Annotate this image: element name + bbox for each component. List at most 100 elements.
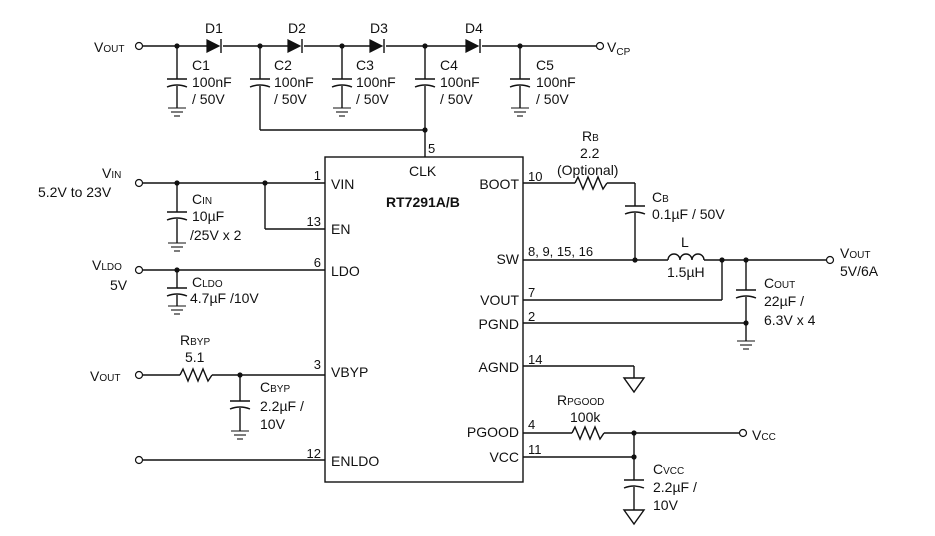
diode-d3 bbox=[369, 39, 385, 53]
cap-c5-labels: C5 100nF / 50V bbox=[536, 57, 576, 107]
pin-num-vin: 1 bbox=[314, 168, 321, 183]
vin-network bbox=[134, 178, 325, 252]
cvcc-gnd-symbol bbox=[622, 509, 646, 526]
svg-text:C3: C3 bbox=[356, 57, 374, 73]
diode-d4 bbox=[465, 39, 481, 53]
vcp-terminal bbox=[595, 41, 605, 51]
svg-text:/ 50V: / 50V bbox=[440, 91, 473, 107]
vcp-label: VCP bbox=[607, 39, 631, 58]
resistor-rbyp bbox=[179, 367, 213, 383]
inductor-name: L bbox=[681, 234, 689, 250]
rb-value: 2.2 bbox=[580, 145, 600, 161]
rpgood-value: 100k bbox=[570, 409, 601, 425]
cout-rating: 6.3V x 4 bbox=[764, 312, 816, 328]
rbyp-name: RBYP bbox=[180, 332, 210, 348]
cout-name: COUT bbox=[764, 275, 795, 291]
pin-num-vbyp: 3 bbox=[314, 357, 321, 372]
rbyp-value: 5.1 bbox=[185, 349, 205, 365]
resistor-rpgood bbox=[571, 425, 605, 441]
cap-c4-labels: C4 100nF / 50V bbox=[440, 57, 480, 107]
charge-pump-network bbox=[134, 39, 605, 157]
vout-terminal-cp bbox=[134, 41, 144, 51]
pin-num-pgnd: 2 bbox=[528, 309, 535, 324]
inductor-value: 1.5µH bbox=[667, 264, 705, 280]
rb-name: RB bbox=[582, 128, 599, 144]
vout-terminal-byp bbox=[134, 370, 144, 380]
pin-label-clk: CLK bbox=[409, 163, 437, 179]
pin-num-vcc: 11 bbox=[528, 442, 542, 457]
diode-d4-label: D4 bbox=[465, 20, 483, 36]
rb-note: (Optional) bbox=[557, 162, 618, 178]
pin-label-vbyp: VBYP bbox=[331, 364, 368, 380]
cap-c3-labels: C3 100nF / 50V bbox=[356, 57, 396, 107]
cin-rating: /25V x 2 bbox=[190, 227, 242, 243]
rpgood-name: RPGOOD bbox=[557, 392, 604, 408]
vldo-terminal bbox=[134, 265, 144, 275]
cbyp-rating: 10V bbox=[260, 416, 286, 432]
svg-text:C5: C5 bbox=[536, 57, 554, 73]
cin-name: CIN bbox=[192, 191, 212, 207]
pin-label-en: EN bbox=[331, 221, 350, 237]
cap-c1-labels: C1 100nF / 50V bbox=[192, 57, 232, 107]
resistor-rb bbox=[574, 175, 608, 191]
pin-num-agnd: 14 bbox=[528, 352, 542, 367]
pin-label-vcc: VCC bbox=[489, 449, 519, 465]
pgood-network bbox=[523, 425, 748, 526]
svg-text:100nF: 100nF bbox=[440, 74, 480, 90]
cvcc-value: 2.2µF / bbox=[653, 479, 697, 495]
cvcc-name: CVCC bbox=[653, 461, 684, 477]
svg-text:C1: C1 bbox=[192, 57, 210, 73]
vin-range: 5.2V to 23V bbox=[38, 184, 112, 200]
boot-network bbox=[523, 175, 646, 260]
svg-text:100nF: 100nF bbox=[356, 74, 396, 90]
vbyp-network bbox=[134, 367, 325, 440]
cbyp-name: CBYP bbox=[260, 379, 290, 395]
cvcc-rating: 10V bbox=[653, 497, 679, 513]
pin-label-agnd: AGND bbox=[479, 359, 519, 375]
pin-label-sw: SW bbox=[496, 251, 519, 267]
pin-num-clk: 5 bbox=[428, 141, 435, 156]
pin-num-pgood: 4 bbox=[528, 417, 535, 432]
svg-text:100nF: 100nF bbox=[192, 74, 232, 90]
cin-value: 10µF bbox=[192, 208, 224, 224]
output-network bbox=[523, 253, 835, 350]
vout-label-cp: VOUT bbox=[94, 39, 124, 55]
svg-text:/ 50V: / 50V bbox=[192, 91, 225, 107]
cout-value: 22µF / bbox=[764, 293, 804, 309]
cldo-name: CLDO bbox=[192, 274, 223, 290]
svg-text:/ 50V: / 50V bbox=[356, 91, 389, 107]
svg-text:100nF: 100nF bbox=[536, 74, 576, 90]
svg-text:C2: C2 bbox=[274, 57, 292, 73]
pin-num-vout: 7 bbox=[528, 285, 535, 300]
vldo-label: VLDO bbox=[92, 257, 122, 273]
diode-d1-label: D1 bbox=[205, 20, 223, 36]
svg-text:100nF: 100nF bbox=[274, 74, 314, 90]
vin-terminal bbox=[134, 178, 144, 188]
agnd-symbol bbox=[622, 377, 646, 394]
enldo-network bbox=[134, 455, 325, 465]
pin-num-en: 13 bbox=[307, 214, 321, 229]
pin-num-enldo: 12 bbox=[307, 446, 321, 461]
cb-name: CB bbox=[652, 189, 669, 205]
diode-d3-label: D3 bbox=[370, 20, 388, 36]
cb-value: 0.1µF / 50V bbox=[652, 206, 725, 222]
diode-d1 bbox=[206, 39, 222, 53]
pin-num-sw: 8, 9, 15, 16 bbox=[528, 244, 593, 259]
ic-name: RT7291A/B bbox=[386, 194, 460, 210]
diode-d2 bbox=[287, 39, 303, 53]
inductor-l bbox=[667, 253, 705, 261]
vin-label: VIN bbox=[102, 165, 121, 181]
pin-num-boot: 10 bbox=[528, 169, 542, 184]
enldo-terminal bbox=[134, 455, 144, 465]
vldo-value: 5V bbox=[110, 277, 128, 293]
pin-label-vout: VOUT bbox=[480, 292, 519, 308]
vldo-network bbox=[134, 265, 325, 315]
pin-label-pgood: PGOOD bbox=[467, 424, 519, 440]
vout-label-byp: VOUT bbox=[90, 368, 120, 384]
vout-label-out: VOUT bbox=[840, 245, 870, 261]
svg-text:/ 50V: / 50V bbox=[536, 91, 569, 107]
vcc-label: VCC bbox=[752, 427, 776, 443]
diode-d2-label: D2 bbox=[288, 20, 306, 36]
vout-value: 5V/6A bbox=[840, 263, 879, 279]
cldo-value: 4.7µF /10V bbox=[190, 290, 259, 306]
